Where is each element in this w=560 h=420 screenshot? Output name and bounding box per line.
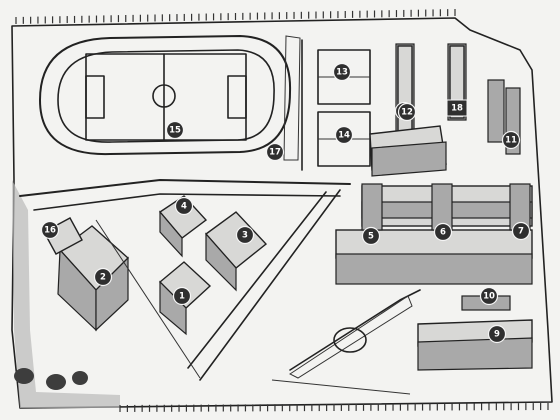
marker-17: 17 [265,142,285,162]
central-lawn [289,295,413,379]
campus-roads [19,179,421,395]
marker-10-label: 10 [483,292,495,302]
marker-18-box [446,99,468,117]
marker-14-label: 14 [338,131,350,141]
marker-17-label: 17 [269,148,281,158]
marker-13-label: 13 [336,68,348,78]
marker-15-circle [165,120,185,140]
marker-14: 14 [334,125,354,145]
marker-1: 1 [172,286,192,306]
building-9 [417,319,533,371]
marker-2-circle [93,267,113,287]
marker-11-circle [501,130,521,150]
north-tree-line [15,9,456,24]
marker-2-label: 2 [100,273,106,283]
marker-3-label: 3 [242,231,248,241]
marker-15: 15 [165,120,185,140]
marker-5: 5 [361,226,381,246]
marker-7-label: 7 [518,227,524,237]
marker-7-circle [511,221,531,241]
marker-6-label: 6 [440,228,446,238]
tree-strip-east-of-field [283,35,301,161]
marker-13: 13 [332,62,352,82]
marker-14-circle [334,125,354,145]
location-markers: 123456789101112131415161718 [40,62,531,344]
marker-9-label: 9 [494,330,500,340]
marker-4: 4 [174,196,194,216]
marker-3: 3 [235,225,255,245]
marker-6: 6 [433,222,453,242]
marker-16-circle [40,220,60,240]
marker-10: 10 [479,286,499,306]
marker-13-circle [332,62,352,82]
marker-15-label: 15 [169,126,181,136]
marker-5-label: 5 [368,232,374,242]
marker-16-label: 16 [44,226,56,236]
marker-7: 7 [511,221,531,241]
marker-18: 18 [446,99,468,117]
marker-16: 16 [40,220,60,240]
south-west-garden [14,368,88,390]
marker-12-circle [397,102,417,122]
marker-18-label: 18 [451,104,463,114]
marker-6-circle [433,222,453,242]
marker-1-label: 1 [179,292,185,302]
marker-10-circle [479,286,499,306]
marker-5-circle [361,226,381,246]
marker-1-circle [172,286,192,306]
marker-3-circle [235,225,255,245]
campus-boundary [11,17,553,409]
marker-4-circle [174,196,194,216]
marker-11: 11 [501,130,521,150]
west-edge-shade [12,180,120,408]
marker-11-label: 11 [505,136,517,146]
marker-12: 12 [397,102,417,122]
marker-4-label: 4 [181,202,187,212]
sports-field-area [39,35,292,156]
marker-17-circle [265,142,285,162]
marker-9-circle [487,324,507,344]
marker-2: 2 [93,267,113,287]
marker-9: 9 [487,324,507,344]
marker-12-label: 12 [401,108,413,118]
south-tree-line [119,403,549,412]
